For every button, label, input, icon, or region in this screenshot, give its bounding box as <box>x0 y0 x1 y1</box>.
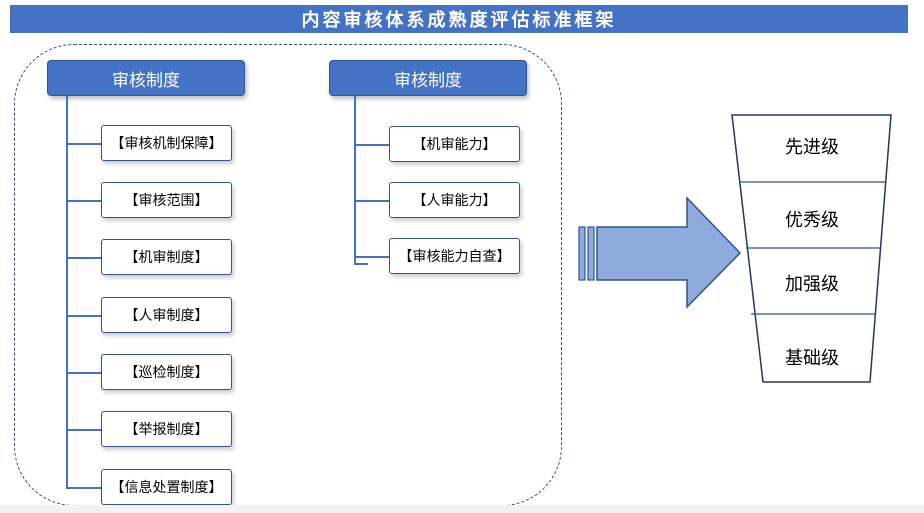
left-connector <box>66 257 101 259</box>
bottom-band <box>0 505 924 513</box>
page-title: 内容审核体系成熟度评估标准框架 <box>10 5 908 33</box>
left-connector <box>66 315 101 317</box>
left-item-machine-review: 【机审制度】 <box>101 239 232 275</box>
middle-tree-trunk <box>354 96 356 264</box>
funnel-level-enhanced: 加强级 <box>785 274 839 295</box>
funnel-level-advanced: 先进级 <box>785 137 839 158</box>
dashed-frame <box>14 44 562 506</box>
right-arrow-icon <box>578 196 742 309</box>
left-item-review-mechanism: 【审核机制保障】 <box>101 125 232 161</box>
funnel-level-excellent: 优秀级 <box>785 210 839 231</box>
left-connector <box>66 200 101 202</box>
middle-connector <box>354 144 389 146</box>
left-item-human-review: 【人审制度】 <box>101 297 232 333</box>
maturity-funnel <box>731 114 892 383</box>
middle-item-self-check: 【审核能力自查】 <box>389 238 520 274</box>
middle-group-header: 审核制度 <box>329 60 527 96</box>
middle-item-human-ability: 【人审能力】 <box>389 182 520 218</box>
left-item-info-handling: 【信息处置制度】 <box>101 469 232 505</box>
middle-connector <box>354 200 389 202</box>
left-item-report: 【举报制度】 <box>101 411 232 447</box>
left-group-header: 审核制度 <box>47 60 245 96</box>
middle-connector <box>354 256 389 258</box>
middle-item-machine-ability: 【机审能力】 <box>389 126 520 162</box>
left-connector <box>66 429 101 431</box>
left-item-review-scope: 【审核范围】 <box>101 182 232 218</box>
left-tree-trunk <box>66 96 68 488</box>
left-item-patrol: 【巡检制度】 <box>101 354 232 390</box>
left-connector <box>66 372 101 374</box>
left-connector <box>66 143 101 145</box>
funnel-level-basic: 基础级 <box>785 348 839 369</box>
left-connector <box>66 487 101 489</box>
middle-trunk-foot <box>354 263 368 265</box>
